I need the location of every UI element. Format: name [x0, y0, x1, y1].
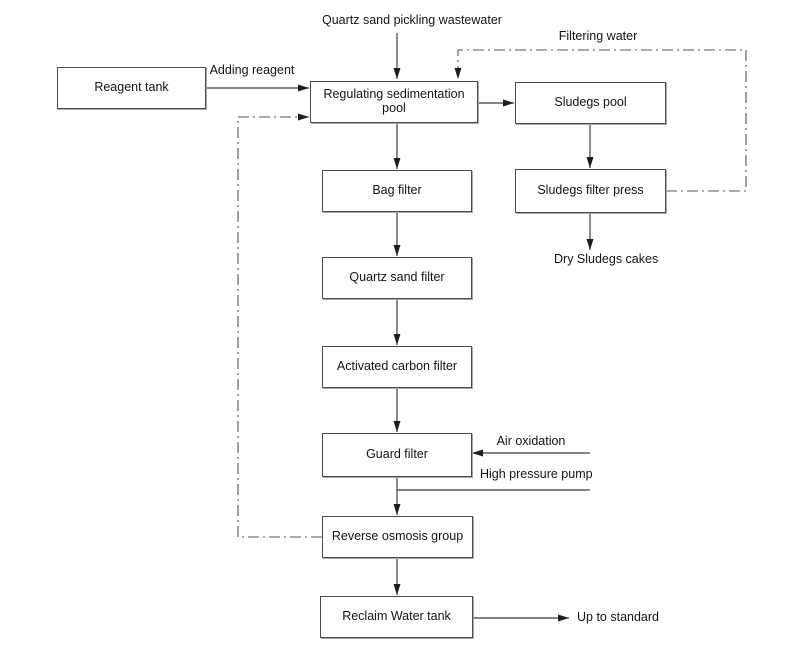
node-label: Sludegs filter press: [537, 183, 644, 198]
node-reagent-tank: Reagent tank: [57, 67, 206, 109]
node-sludegs-filter-press: Sludegs filter press: [515, 169, 666, 213]
node-label: Sludegs pool: [554, 95, 627, 110]
node-regulating-sedimentation-pool: Regulating sedimentation pool: [310, 81, 478, 123]
node-label: Regulating sedimentation pool: [323, 87, 465, 115]
label-dry-sludegs-cakes: Dry Sludegs cakes: [554, 252, 659, 266]
label-up-to-standard: Up to standard: [577, 610, 659, 624]
node-label: Activated carbon filter: [336, 359, 458, 374]
node-bag-filter: Bag filter: [322, 170, 472, 212]
label-adding-reagent: Adding reagent: [209, 63, 295, 77]
label-filtering-water: Filtering water: [558, 29, 638, 43]
node-sludegs-pool: Sludegs pool: [515, 82, 666, 124]
edge-reverse-osmosis-recycle: [237, 113, 322, 538]
node-reverse-osmosis-group: Reverse osmosis group: [322, 516, 473, 558]
node-label: Guard filter: [366, 447, 428, 462]
node-activated-carbon-filter: Activated carbon filter: [322, 346, 472, 388]
node-label: Quartz sand filter: [349, 270, 445, 285]
label-source-stream: Quartz sand pickling wastewater: [322, 13, 502, 27]
label-high-pressure-pump: High pressure pump: [480, 467, 593, 481]
node-reclaim-water-tank: Reclaim Water tank: [320, 596, 473, 638]
node-label: Reclaim Water tank: [342, 609, 451, 624]
node-quartz-sand-filter: Quartz sand filter: [322, 257, 472, 299]
label-air-oxidation: Air oxidation: [496, 434, 566, 448]
node-label: Bag filter: [372, 183, 422, 198]
node-guard-filter: Guard filter: [322, 433, 472, 477]
edge-filtering-water-return: [454, 49, 747, 192]
node-label: Reverse osmosis group: [331, 529, 464, 544]
node-label: Reagent tank: [94, 80, 169, 95]
